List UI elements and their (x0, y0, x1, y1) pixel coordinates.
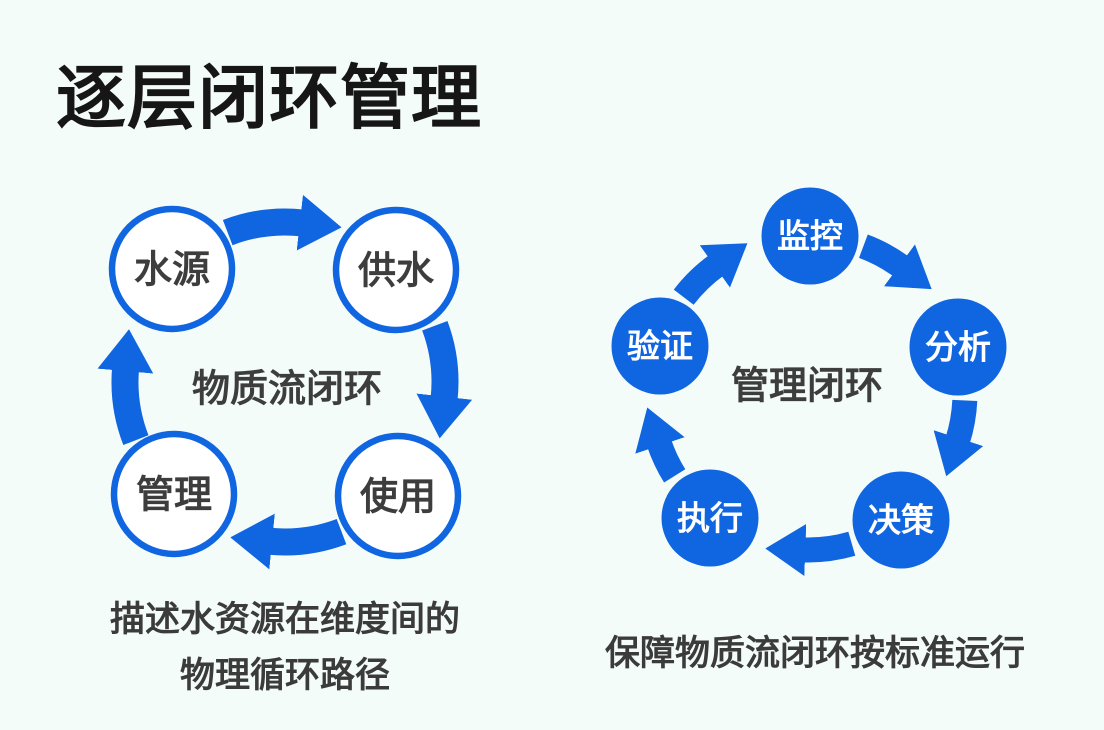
left-diagram-center-label: 物质流闭环 (192, 368, 382, 410)
node-water-use (334, 432, 462, 560)
right-diagram-center-label: 管理闭环 (731, 365, 883, 407)
node-label-analyze: 分析 (925, 329, 991, 366)
left-caption-line-1: 描述水资源在维度间的 (109, 600, 460, 639)
arrow-supply-to-use-icon (416, 320, 473, 439)
node-label-water-manage: 管理 (136, 474, 212, 516)
page-title: 逐层闭环管理 (56, 59, 482, 137)
node-verify (611, 297, 709, 395)
node-water-source (108, 205, 236, 333)
node-label-execute: 执行 (677, 500, 743, 537)
arrow-source-to-supply-icon (222, 194, 342, 251)
node-label-water-supply: 供水 (358, 250, 435, 292)
arrow-verify-to-monitor-icon (673, 243, 748, 306)
node-label-monitor: 监控 (777, 218, 843, 255)
node-decide (852, 471, 950, 569)
node-monitor (761, 187, 859, 285)
node-water-supply (332, 206, 460, 334)
right-diagram-caption: 保障物质流闭环按标准运行 (565, 626, 1065, 682)
left-caption-line-2: 物理循环路径 (179, 656, 390, 695)
node-execute (661, 469, 759, 567)
arrow-manage-to-source-icon (97, 329, 154, 445)
node-analyze (909, 298, 1007, 396)
node-water-manage (110, 430, 238, 558)
node-label-verify: 验证 (627, 328, 693, 365)
arrow-use-to-manage-icon (230, 513, 347, 570)
right-caption-line: 保障物质流闭环按标准运行 (604, 634, 1025, 673)
node-label-water-source: 水源 (134, 249, 210, 291)
node-label-decide: 决策 (868, 502, 934, 539)
material-flow-loop-diagram: 水源 供水 使用 管理 物质流闭环 (97, 194, 473, 570)
management-loop-diagram: 监控 分析 决策 执行 验证 管理闭环 (611, 187, 1007, 576)
arrow-decide-to-execute-icon (765, 524, 856, 576)
arrow-monitor-to-analyze-icon (858, 234, 932, 290)
left-diagram-caption: 描述水资源在维度间的 物理循环路径 (50, 592, 520, 704)
arrow-execute-to-verify-icon (635, 407, 686, 483)
arrow-analyze-to-decide-icon (933, 399, 984, 477)
node-label-water-use: 使用 (360, 476, 436, 518)
